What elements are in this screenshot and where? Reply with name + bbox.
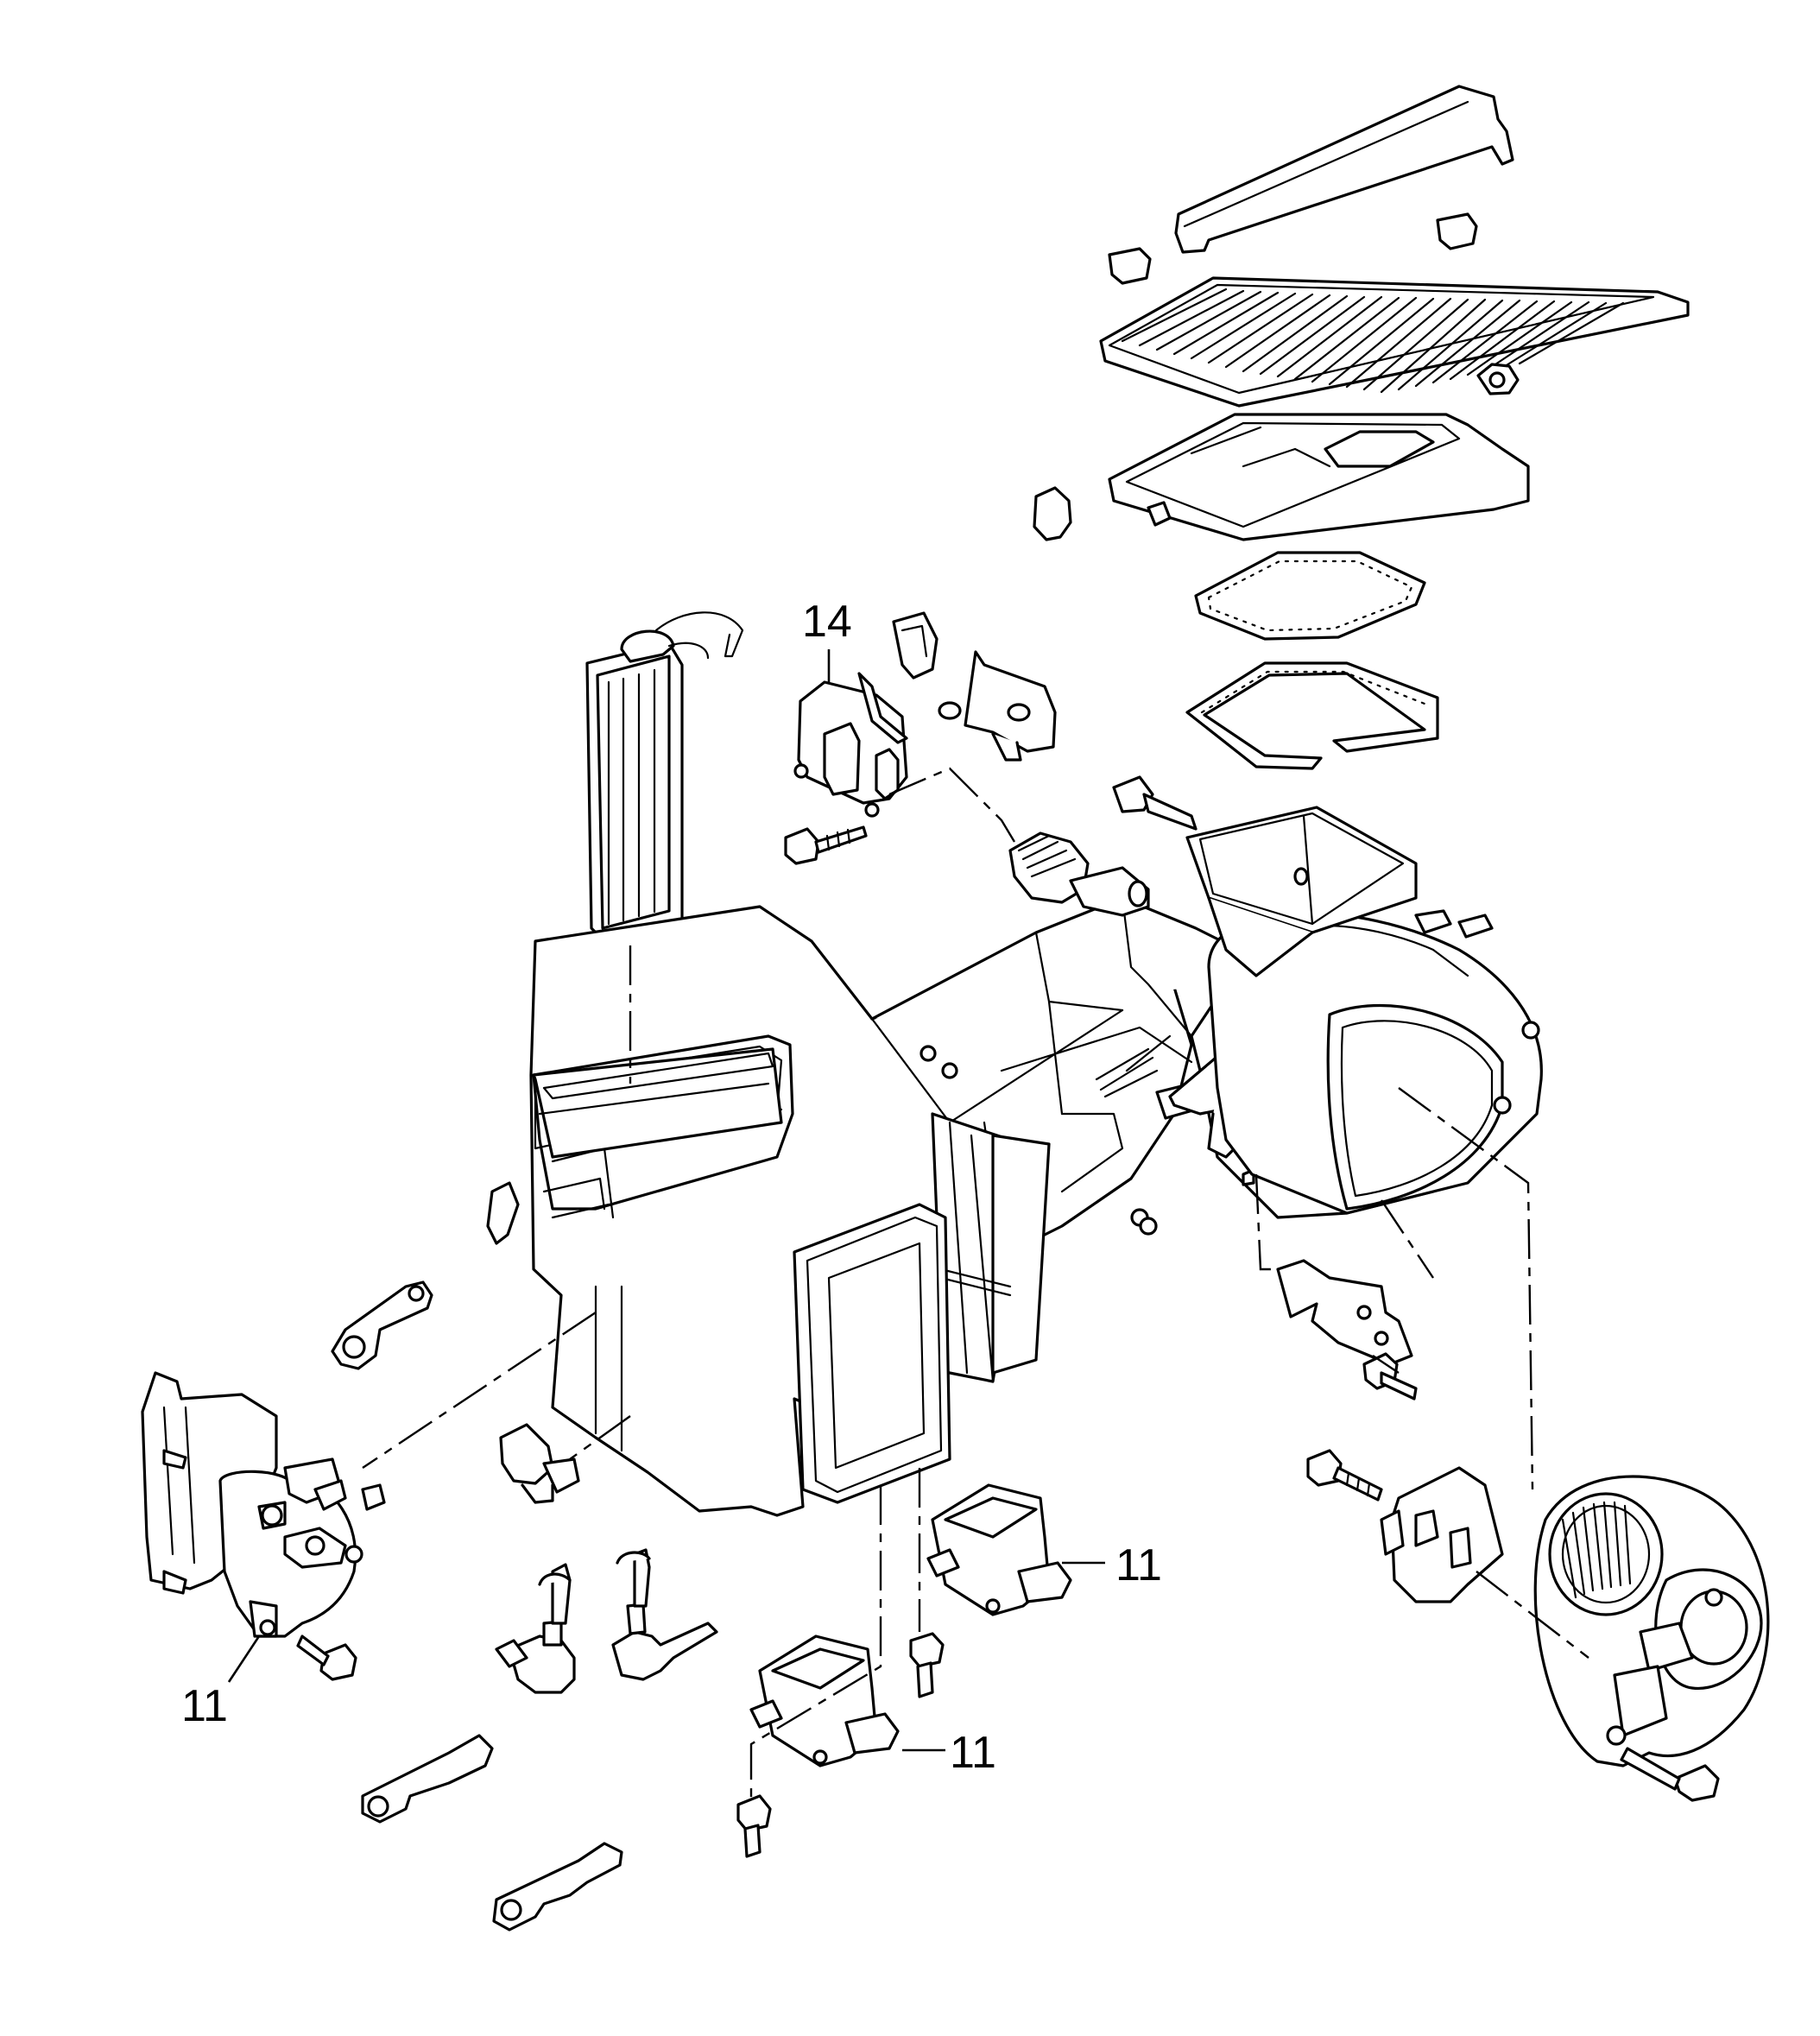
blower-scroll <box>1207 909 1543 1215</box>
servo-motor-lower <box>749 1634 900 1767</box>
sensor-bracket <box>938 650 1057 762</box>
callout-label: 11 <box>950 1728 996 1778</box>
hvac-housing <box>529 905 1193 1517</box>
gasket-lower <box>1185 661 1439 770</box>
screw-bracket-right <box>1362 1352 1418 1401</box>
heater-core <box>585 611 744 943</box>
cover-strip <box>1174 85 1514 254</box>
flap-shaft-right <box>611 1548 718 1681</box>
callout-label: 11 <box>1115 1540 1162 1590</box>
screw-control-unit <box>784 825 868 865</box>
bracket-right <box>1276 1259 1413 1366</box>
callout-11-lower: 11 <box>902 1728 996 1778</box>
control-unit <box>793 672 908 818</box>
callout-11-left: 11 <box>181 1635 261 1731</box>
connector-plug <box>499 1423 580 1504</box>
nut <box>1476 363 1520 395</box>
screw-actuator-left <box>296 1634 357 1681</box>
temperature-sensor <box>1112 775 1198 831</box>
flap-actuator-left <box>141 1371 386 1638</box>
flap-shaft-left <box>495 1563 576 1694</box>
screw-blower <box>1620 1747 1720 1802</box>
clip-right <box>1436 212 1478 250</box>
clip-small <box>1033 486 1072 541</box>
leader-lines <box>362 767 1589 1805</box>
pollen-filter <box>1099 276 1690 408</box>
servo-motor-mid-right <box>926 1483 1072 1616</box>
lever-arm-lower <box>492 1842 623 1932</box>
gasket-upper <box>1194 551 1426 641</box>
callout-14: 14 <box>802 597 852 682</box>
callout-label: 14 <box>802 597 852 647</box>
series-resistor <box>1380 1466 1504 1603</box>
sensor-coupling <box>1008 831 1150 917</box>
duct-frame <box>793 1203 951 1504</box>
screw-servo-mid <box>909 1632 945 1698</box>
screw-servo-lower <box>736 1794 772 1858</box>
lever-arm-middle <box>361 1734 494 1824</box>
filter-housing <box>1108 413 1530 541</box>
clip-left <box>1108 247 1152 285</box>
callout-label: 11 <box>181 1681 228 1731</box>
clip-left-housing <box>486 1181 520 1245</box>
blower-motor <box>1533 1475 1770 1767</box>
air-inlet-duct <box>1185 806 1418 977</box>
callout-11-mid: 11 <box>1062 1540 1162 1590</box>
screw-regulator <box>1306 1449 1383 1502</box>
lever-arm-upper <box>331 1280 433 1370</box>
mounting-clip <box>892 611 938 680</box>
